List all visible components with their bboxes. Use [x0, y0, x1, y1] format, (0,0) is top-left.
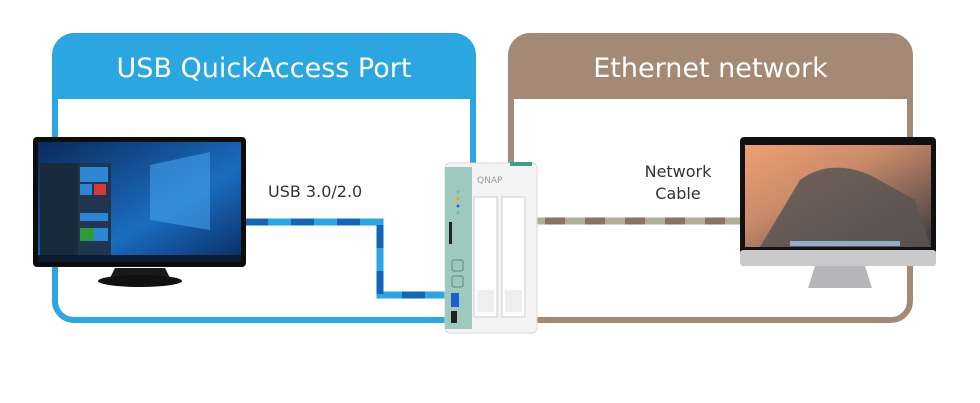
ethernet-panel-title: Ethernet network	[514, 39, 907, 99]
sd-card-slot	[449, 222, 452, 244]
copy-button[interactable]	[451, 275, 464, 288]
qnap-logo: QNAP	[477, 176, 503, 186]
windows-monitor	[33, 137, 246, 287]
qnap-nas-device: QNAP	[444, 162, 538, 334]
network-cable-label-line2: Cable	[655, 184, 701, 203]
usb-port	[451, 293, 459, 307]
mac-dock	[790, 241, 900, 246]
imac-monitor	[740, 137, 936, 288]
power-button[interactable]	[451, 259, 464, 272]
network-cable-label: Network Cable	[628, 161, 728, 205]
usb-cable-label: USB 3.0/2.0	[268, 182, 363, 201]
usb-panel-title: USB QuickAccess Port	[58, 39, 470, 99]
network-cable-label-line1: Network	[644, 162, 712, 181]
sd-slot-bottom	[451, 311, 457, 323]
windows-logo-icon	[150, 152, 210, 230]
usb-cable	[245, 218, 450, 299]
